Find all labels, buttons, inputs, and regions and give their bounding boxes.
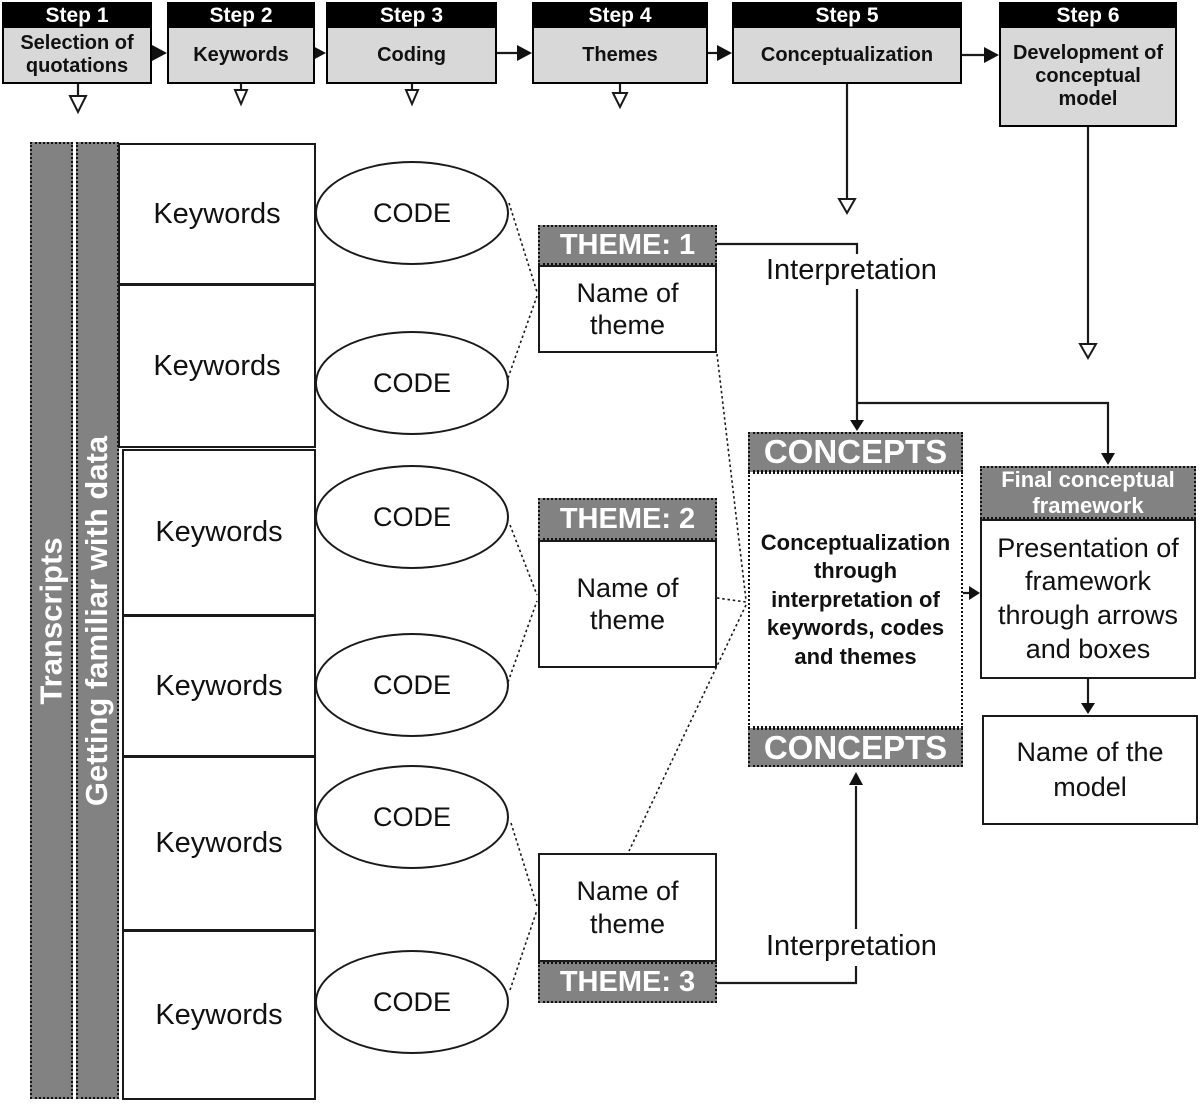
theme-1-header: THEME: 1: [538, 225, 717, 265]
theme-1-name: Name of theme: [538, 265, 717, 353]
concepts-body: Conceptualization through interpretation…: [748, 472, 963, 728]
code-ellipse-1: CODE: [315, 161, 509, 265]
interpretation-top-label: Interpretation: [764, 254, 939, 287]
final-framework-header: Final conceptual framework: [980, 466, 1196, 519]
interpretation-bottom-connector: [717, 772, 863, 985]
step-5-label: Conceptualization: [760, 43, 934, 66]
step-1-box: Step 1 Selection of quotations: [2, 2, 152, 84]
step-2-header: Step 2: [169, 4, 313, 28]
keywords-box-6: Keywords: [122, 930, 316, 1100]
step6-drop-arrow: [1078, 127, 1098, 361]
step5-drop-arrow: [837, 84, 857, 216]
concepts-to-framework-arrow: [963, 586, 980, 600]
theme-3-header: THEME: 3: [538, 962, 717, 1003]
code-ellipse-4: CODE: [315, 633, 509, 737]
code-ellipse-5: CODE: [315, 765, 509, 869]
step-4-box: Step 4 Themes: [532, 2, 708, 84]
keywords-box-1: Keywords: [118, 143, 316, 285]
keywords-box-5: Keywords: [122, 756, 316, 931]
step-5-header: Step 5: [734, 4, 960, 28]
framework-to-model-arrow: [1081, 679, 1095, 714]
step-1-label: Selection of quotations: [20, 32, 134, 77]
step-2-label: Keywords: [193, 43, 289, 66]
keywords-box-2: Keywords: [118, 284, 316, 448]
concepts-top-band: CONCEPTS: [748, 432, 963, 472]
getting-familiar-label: Getting familiar with data: [79, 435, 115, 806]
step-6-header: Step 6: [1001, 4, 1175, 28]
step-3-label: Coding: [377, 43, 446, 66]
interpretation-top-connector: [717, 242, 1115, 465]
code-ellipse-6: CODE: [315, 950, 509, 1054]
step-down-arrows: [68, 84, 629, 115]
step-2-box: Step 2 Keywords: [167, 2, 315, 84]
keywords-box-3: Keywords: [122, 449, 316, 616]
theme-3-name: Name of theme: [538, 853, 717, 962]
transcripts-bar: Transcripts: [30, 142, 73, 1099]
code-ellipse-2: CODE: [315, 331, 509, 435]
step-4-header: Step 4: [534, 4, 706, 28]
keywords-box-4: Keywords: [122, 615, 316, 757]
code-ellipse-3: CODE: [315, 465, 509, 569]
final-framework-body: Presentation of framework through arrows…: [980, 519, 1196, 679]
theme-2-header: THEME: 2: [538, 498, 717, 540]
theme-to-concepts-links: [628, 353, 747, 852]
concepts-bottom-band: CONCEPTS: [748, 728, 963, 767]
step-1-header: Step 1: [4, 4, 150, 28]
step-6-box: Step 6 Development of conceptual model: [999, 2, 1177, 127]
step-flow-arrows: [152, 45, 999, 63]
step-3-header: Step 3: [328, 4, 495, 28]
model-name-box: Name of the model: [982, 715, 1198, 825]
step-6-label: Development of conceptual model: [1012, 42, 1164, 110]
getting-familiar-bar: Getting familiar with data: [76, 142, 119, 1099]
step-3-box: Step 3 Coding: [326, 2, 497, 84]
step-4-label: Themes: [582, 43, 658, 66]
code-to-theme-links: [507, 202, 538, 991]
transcripts-label: Transcripts: [33, 536, 69, 705]
step-5-box: Step 5 Conceptualization: [732, 2, 962, 84]
interpretation-bottom-label: Interpretation: [764, 930, 939, 963]
theme-2-name: Name of theme: [538, 540, 717, 668]
